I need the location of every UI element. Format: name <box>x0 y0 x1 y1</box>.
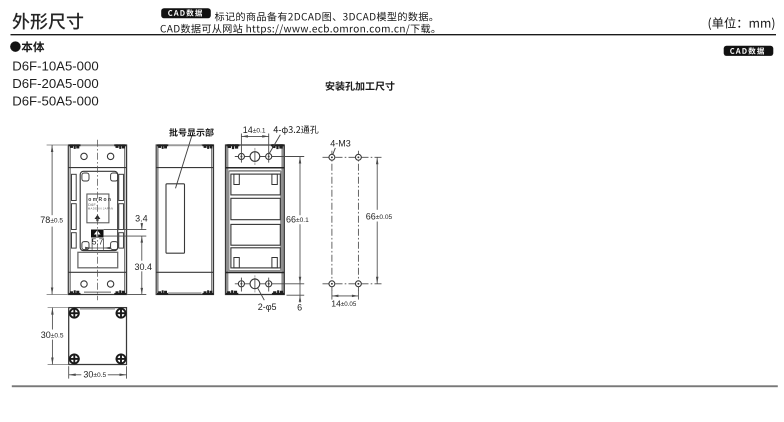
svg-text:30.4: 30.4 <box>135 262 153 272</box>
svg-text:30±0.5: 30±0.5 <box>41 330 64 340</box>
svg-text:D6F-10A5-000: D6F-10A5-000 <box>12 59 99 74</box>
svg-text:14±0.05: 14±0.05 <box>331 299 357 309</box>
svg-text:D6F-: D6F- <box>88 203 98 207</box>
svg-text:30±0.5: 30±0.5 <box>83 369 106 379</box>
svg-text:66±0.1: 66±0.1 <box>286 215 309 225</box>
svg-text:6: 6 <box>297 303 302 313</box>
svg-text:D6F-50A5-000: D6F-50A5-000 <box>12 93 99 108</box>
svg-text:66±0.05: 66±0.05 <box>366 211 393 221</box>
svg-text:4-M3: 4-M3 <box>330 138 351 148</box>
svg-text:14±0.1: 14±0.1 <box>243 125 266 135</box>
svg-text:3.4: 3.4 <box>135 214 148 224</box>
svg-text:MADE IN JAPAN: MADE IN JAPAN <box>88 207 113 211</box>
svg-text:5.7: 5.7 <box>92 238 104 247</box>
svg-text:D6F-20A5-000: D6F-20A5-000 <box>12 76 99 91</box>
svg-text:2-φ5: 2-φ5 <box>258 302 277 312</box>
svg-text:omRon: omRon <box>88 197 112 203</box>
svg-text:78±0.5: 78±0.5 <box>40 215 63 225</box>
